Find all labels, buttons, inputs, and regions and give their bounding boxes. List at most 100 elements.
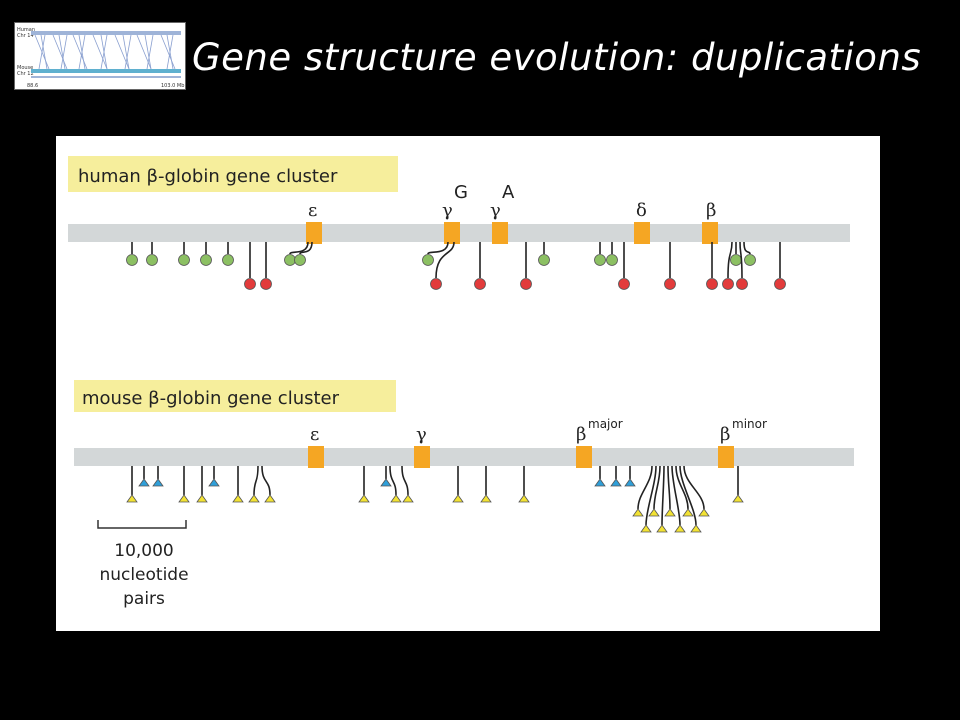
thumb-label-1: Chr 14 xyxy=(17,33,34,39)
human-site-red-19 xyxy=(722,278,734,290)
mouse-site-yellow-11 xyxy=(390,494,402,503)
mouse-site-yellow-15 xyxy=(518,494,530,503)
thumb-label-5: 103.0 Mb xyxy=(161,83,184,89)
human-gene-label-2: γ xyxy=(490,200,501,221)
human-gene-label-0: ε xyxy=(308,200,317,221)
human-gene-box-3 xyxy=(634,222,650,244)
mouse-site-blue-17 xyxy=(610,478,622,487)
mouse-site-blue-5 xyxy=(208,478,220,487)
mouse-site-yellow-3 xyxy=(178,494,190,503)
mouse-site-yellow-23 xyxy=(664,508,676,517)
mouse-site-blue-2 xyxy=(152,478,164,487)
mouse-site-stem-23 xyxy=(667,465,671,510)
mouse-site-yellow-19 xyxy=(632,508,644,517)
human-site-green-13 xyxy=(538,254,550,266)
mouse-site-yellow-20 xyxy=(640,524,652,533)
mouse-gene-label-2: β xyxy=(576,424,586,445)
human-site-green-14 xyxy=(594,254,606,266)
human-site-red-5 xyxy=(244,278,256,290)
human-gene-box-2 xyxy=(492,222,508,244)
human-site-stem-22 xyxy=(743,241,751,255)
thumb-link-line xyxy=(52,34,68,70)
human-gene-box-4 xyxy=(702,222,718,244)
human-site-red-12 xyxy=(520,278,532,290)
thumb-link-line xyxy=(40,34,48,70)
mouse-site-stem-19 xyxy=(637,465,653,510)
human-site-stem-21 xyxy=(739,241,743,279)
human-site-green-0 xyxy=(126,254,138,266)
mouse-site-stem-26 xyxy=(679,465,697,526)
mouse-site-yellow-8 xyxy=(264,494,276,503)
mouse-gene-sup-2: major xyxy=(588,417,623,431)
human-site-red-17 xyxy=(664,278,676,290)
thumb-label-4: 88.6 xyxy=(27,83,38,89)
human-site-stem-8 xyxy=(299,241,313,255)
mouse-site-yellow-0 xyxy=(126,494,138,503)
scale-bar-line-2: nucleotide xyxy=(99,565,188,585)
thumb-label-3: Chr 12 xyxy=(17,71,34,77)
thumb-link-line xyxy=(144,34,152,70)
human-site-stem-7 xyxy=(289,241,309,255)
mouse-gene-box-2 xyxy=(576,446,592,468)
human-gene-sup-2: A xyxy=(502,182,515,203)
mouse-site-yellow-7 xyxy=(248,494,260,503)
human-site-green-7 xyxy=(284,254,296,266)
thumb-link-line xyxy=(114,34,130,70)
human-gene-sup-1: G xyxy=(454,182,468,203)
mouse-site-yellow-22 xyxy=(656,524,668,533)
human-site-green-22 xyxy=(744,254,756,266)
mouse-site-yellow-9 xyxy=(358,494,370,503)
mouse-gene-label-1: γ xyxy=(416,424,427,445)
thumb-link-line xyxy=(124,34,132,70)
thumb-link-line xyxy=(136,34,152,70)
human-gene-label-4: β xyxy=(706,200,716,221)
mouse-site-blue-10 xyxy=(380,478,392,487)
thumb-human-bar xyxy=(31,31,181,35)
mouse-site-yellow-6 xyxy=(232,494,244,503)
mouse-site-stem-11 xyxy=(389,465,397,496)
human-label-box xyxy=(68,156,398,192)
mouse-site-yellow-4 xyxy=(196,494,208,503)
human-cluster-label: human β-globin gene cluster xyxy=(78,166,338,187)
mouse-gene-box-1 xyxy=(414,446,430,468)
human-site-red-18 xyxy=(706,278,718,290)
thumb-link-line xyxy=(146,34,154,70)
human-site-green-2 xyxy=(178,254,190,266)
mouse-label-box xyxy=(74,380,396,412)
thumb-mouse-bar xyxy=(31,69,181,73)
thumb-label-0: Human xyxy=(17,27,35,33)
mouse-site-yellow-13 xyxy=(452,494,464,503)
mouse-site-yellow-25 xyxy=(682,508,694,517)
mouse-gene-box-0 xyxy=(308,446,324,468)
scale-bar xyxy=(97,520,187,529)
mouse-site-blue-16 xyxy=(594,478,606,487)
human-site-stem-10 xyxy=(435,241,455,279)
human-site-red-6 xyxy=(260,278,272,290)
mouse-site-stem-7 xyxy=(253,465,259,496)
mouse-site-stem-21 xyxy=(653,465,661,510)
slide-title: Gene structure evolution: duplications xyxy=(192,36,922,79)
thumb-link-line xyxy=(60,34,68,70)
mouse-site-yellow-12 xyxy=(402,494,414,503)
human-gene-label-1: γ xyxy=(442,200,453,221)
human-site-green-3 xyxy=(200,254,212,266)
mouse-site-yellow-24 xyxy=(674,524,686,533)
mouse-site-blue-18 xyxy=(624,478,636,487)
scale-bar-line-3: pairs xyxy=(123,589,165,609)
human-site-stem-19 xyxy=(727,241,733,279)
human-site-red-21 xyxy=(736,278,748,290)
mouse-gene-label-3: β xyxy=(720,424,730,445)
human-site-green-9 xyxy=(422,254,434,266)
human-site-green-4 xyxy=(222,254,234,266)
human-site-green-20 xyxy=(730,254,742,266)
scale-bar-line-1: 10,000 xyxy=(114,541,173,561)
human-gene-box-1 xyxy=(444,222,460,244)
mouse-gene-sup-3: minor xyxy=(732,417,767,431)
mouse-site-stem-27 xyxy=(683,465,705,510)
thumb-link-line xyxy=(166,34,174,70)
mouse-gene-label-0: ε xyxy=(310,424,319,445)
mouse-cluster-label: mouse β-globin gene cluster xyxy=(82,388,340,409)
thumb-link-line xyxy=(100,34,108,70)
human-site-green-15 xyxy=(606,254,618,266)
